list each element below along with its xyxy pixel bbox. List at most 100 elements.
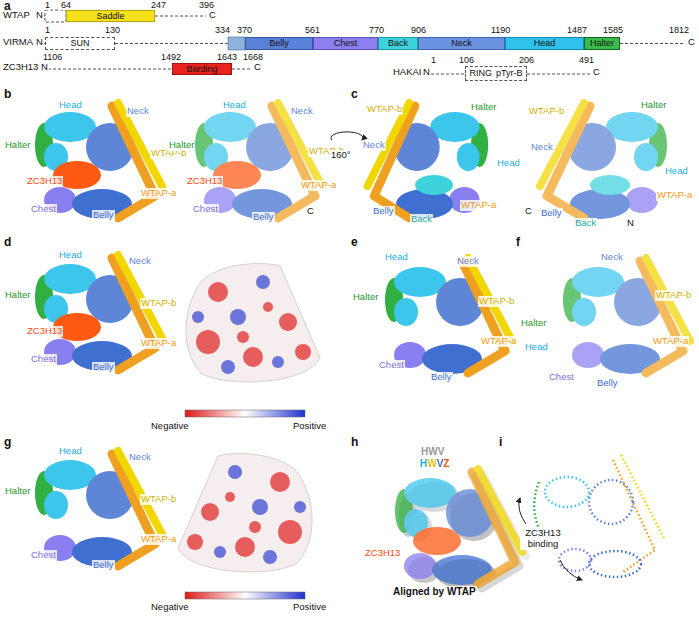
part-label: Halter xyxy=(470,102,497,113)
domain-name: Back xyxy=(388,39,408,48)
part-label: Belly xyxy=(596,378,619,389)
part-label: Neck xyxy=(128,452,152,463)
rotation-arrow xyxy=(331,132,363,140)
part-label: Back xyxy=(574,218,597,229)
part-label: N xyxy=(626,218,635,229)
part-label: VIRMA xyxy=(2,37,34,48)
domain-name: SUN xyxy=(70,39,89,48)
part-label: WTAP-a xyxy=(140,188,177,199)
part-label: WTAP-a xyxy=(140,338,177,349)
part-label: Neck xyxy=(128,256,152,267)
part-label: Chest xyxy=(378,360,405,371)
part-label: ZC3H13 xyxy=(26,176,63,187)
part-label: Head xyxy=(664,166,689,177)
residue-number: 1 xyxy=(44,25,51,35)
panel-letter: h xyxy=(350,436,359,450)
residue-number: 1585 xyxy=(602,25,624,35)
aligned-color-model xyxy=(395,469,522,585)
part-label: WTAP-b xyxy=(655,290,692,301)
part-label: Belly xyxy=(372,206,395,217)
domain-box: Halter xyxy=(584,37,620,50)
part-label: 160° xyxy=(330,150,352,161)
residue-number: 1643 xyxy=(216,52,238,62)
residue-number: 1106 xyxy=(42,52,63,62)
part-label: ZC3H13 xyxy=(26,326,63,337)
part-label: WTAP xyxy=(2,10,31,21)
part-label: Neck xyxy=(362,140,386,151)
part-label: Positive xyxy=(292,602,327,613)
part-label: Belly xyxy=(252,212,275,223)
part-label: Neck xyxy=(456,256,480,267)
domain-name: pTyr-B xyxy=(496,69,523,78)
part-label: WTAP-a xyxy=(460,200,497,211)
part-label: Neck xyxy=(290,106,314,117)
residue-number: 130 xyxy=(104,25,121,35)
residue-number: 1492 xyxy=(160,52,182,62)
panel-letter: i xyxy=(498,436,503,450)
part-label: Belly xyxy=(92,210,115,221)
residue-number: 1190 xyxy=(490,25,511,35)
residue-number: 370 xyxy=(236,25,253,35)
part-label: Head xyxy=(58,446,83,457)
cartoon-model xyxy=(563,258,690,374)
domain-box: Belly xyxy=(245,37,313,50)
part-label: Neck xyxy=(600,252,624,263)
electrostatic-surface xyxy=(186,264,320,382)
surface-model xyxy=(385,258,512,374)
residue-number: 206 xyxy=(518,55,535,65)
part-label: Negative xyxy=(150,421,190,432)
domain-box: Back xyxy=(378,37,418,50)
part-label: C xyxy=(524,206,533,217)
part-label: HWV xyxy=(420,446,445,458)
residue-number: 770 xyxy=(368,25,385,35)
domain-name: Neck xyxy=(451,39,472,48)
domain-box: Head xyxy=(505,37,584,50)
part-label: N xyxy=(422,67,431,78)
residue-number: 334 xyxy=(214,25,231,35)
residue-number: 1668 xyxy=(242,52,264,62)
domain-box: Chest xyxy=(313,37,378,50)
part-label: Halter xyxy=(4,486,31,497)
part-label: N xyxy=(40,62,49,73)
domain-box: Neck xyxy=(418,37,505,50)
part-label: Belly xyxy=(92,560,115,571)
part-label: Belly xyxy=(430,372,453,383)
domain-name: Barding xyxy=(186,65,217,74)
panel-letter: g xyxy=(3,436,12,450)
part-label: Halter xyxy=(520,318,547,329)
cartoon-model xyxy=(195,103,322,219)
part-label: Head xyxy=(384,252,409,263)
part-label: Belly xyxy=(540,208,563,219)
domain-box: SUN xyxy=(45,37,115,50)
residue-number: 1487 xyxy=(566,25,588,35)
part-label: HAKAI xyxy=(392,67,423,78)
part-label: Chest xyxy=(192,204,219,215)
part-label: C xyxy=(253,62,262,73)
part-label: WTAP-a xyxy=(652,336,689,347)
domain-name: Head xyxy=(534,39,556,48)
part-label: Aligned by WTAP xyxy=(392,586,477,598)
residue-number: 906 xyxy=(410,25,427,35)
color-bar xyxy=(185,592,305,599)
residue-number: 1 xyxy=(430,55,437,65)
part-label: Halter xyxy=(4,140,31,151)
panel-letter: f xyxy=(515,236,521,250)
domain-name: Halter xyxy=(590,39,614,48)
part-label: WTAP-b xyxy=(528,106,565,117)
domain-name: Saddle xyxy=(96,12,124,21)
part-label: Neck xyxy=(126,106,150,117)
part-label: Halter xyxy=(4,290,31,301)
color-bar xyxy=(185,410,305,417)
cartoon-model-rotated xyxy=(540,103,667,219)
residue-number: 1 xyxy=(44,0,51,10)
part-label: N xyxy=(35,10,44,21)
domain-box: Saddle xyxy=(66,10,155,22)
panel-letter: e xyxy=(350,236,359,250)
part-label: WTAP-b xyxy=(478,296,515,307)
domain-name: Chest xyxy=(334,39,358,48)
part-label: Neck xyxy=(530,142,554,153)
part-label: Positive xyxy=(292,421,327,432)
part-label: Head xyxy=(496,158,521,169)
shift-arrow xyxy=(519,498,526,524)
